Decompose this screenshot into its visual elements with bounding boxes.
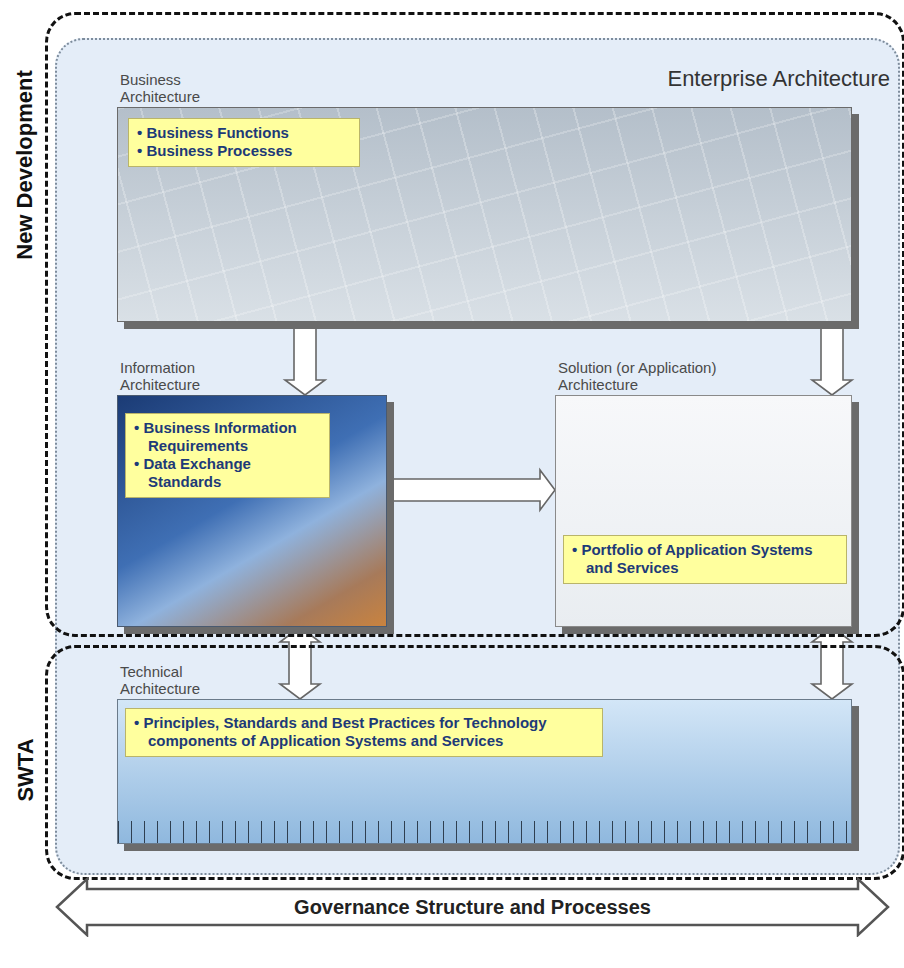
box-heading: Solution (or Application) Architecture: [558, 359, 763, 393]
bullet-item: • Business Information Requirements: [134, 419, 321, 455]
bullet-item: • Principles, Standards and Best Practic…: [134, 714, 594, 750]
block-arrow: [280, 627, 320, 699]
enterprise-region: Enterprise ArchitectureBusiness Architec…: [55, 38, 900, 875]
bullet-item: • Data Exchange Standards: [134, 455, 321, 491]
region-title: Enterprise Architecture: [667, 66, 890, 92]
bullet-item: • Business Functions: [137, 124, 351, 142]
region-label: SWTA: [12, 738, 38, 801]
note-box: • Portfolio of Application Systems and S…: [563, 535, 847, 584]
swta-region: SWTA: [45, 645, 904, 880]
note-box: • Principles, Standards and Best Practic…: [125, 708, 603, 757]
block-arrow: [812, 627, 852, 699]
block-arrow: [387, 470, 555, 510]
governance-label: Governance Structure and Processes: [55, 877, 890, 937]
note-box: • Business Information Requirements• Dat…: [125, 413, 330, 498]
block-arrow: [285, 322, 325, 395]
new-development-region: New Development: [45, 12, 904, 637]
bullet-item: • Portfolio of Application Systems and S…: [572, 541, 838, 577]
bullet-item: • Business Processes: [137, 142, 351, 160]
architecture-box: Solution (or Application) Architecture• …: [555, 395, 852, 627]
architecture-box: Business Architecture• Business Function…: [117, 107, 852, 322]
box-heading: Information Architecture: [120, 359, 232, 393]
block-arrow: [812, 322, 852, 395]
region-label: New Development: [12, 70, 38, 260]
box-heading: Business Architecture: [120, 71, 240, 105]
note-box: • Business Functions• Business Processes: [128, 118, 360, 167]
box-heading: Technical Architecture: [120, 663, 232, 697]
architecture-box: Technical Architecture• Principles, Stan…: [117, 699, 852, 844]
architecture-box: Information Architecture• Business Infor…: [117, 395, 387, 627]
governance-arrow: Governance Structure and Processes: [55, 877, 890, 937]
